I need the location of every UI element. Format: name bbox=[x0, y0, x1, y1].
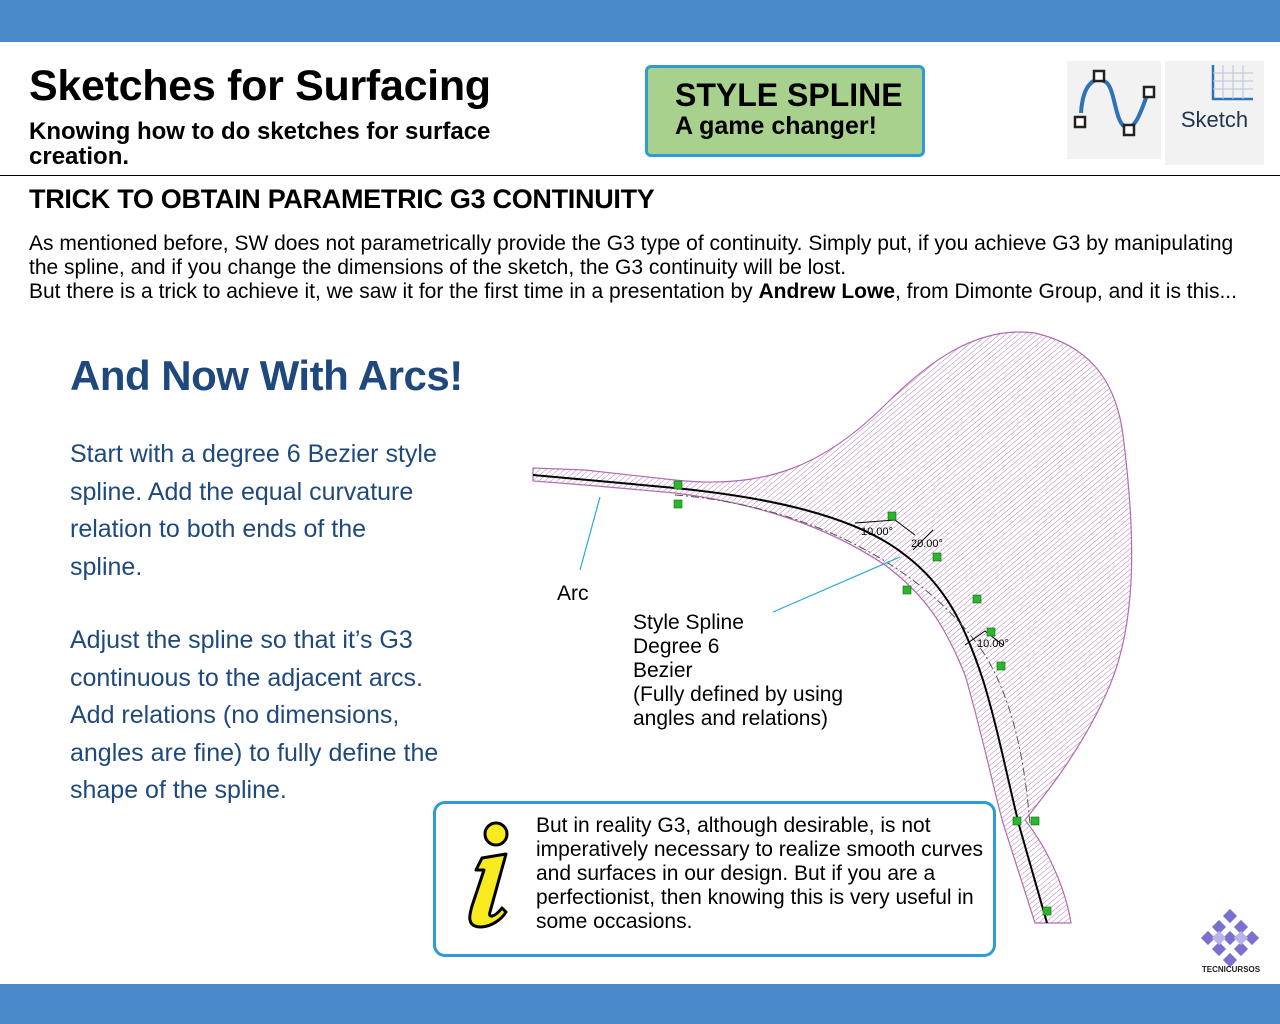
callout-line-3: Bezier bbox=[633, 659, 693, 682]
bottom-bar bbox=[0, 984, 1280, 1024]
section-title: TRICK TO OBTAIN PARAMETRIC G3 CONTINUITY bbox=[29, 184, 655, 214]
spline-icon bbox=[1073, 69, 1156, 137]
badge-tagline: A game changer! bbox=[675, 112, 877, 140]
angle-dim-1: 10.00° bbox=[861, 526, 893, 538]
badge-title: STYLE SPLINE bbox=[675, 77, 903, 113]
intro-sentence-1: As mentioned before, SW does not paramet… bbox=[29, 232, 1234, 279]
page-subtitle: Knowing how to do sketches for surface c… bbox=[29, 118, 491, 170]
tecnicursos-logo bbox=[1200, 908, 1260, 968]
sketch-grid-icon bbox=[1211, 65, 1253, 101]
callout-line-5: angles and relations) bbox=[633, 707, 828, 730]
presenter-name: Andrew Lowe bbox=[758, 280, 895, 303]
arc-leader-line bbox=[579, 496, 601, 571]
info-icon bbox=[468, 821, 509, 929]
construction-arc bbox=[674, 494, 1031, 826]
callout-line-4: (Fully defined by using bbox=[633, 683, 844, 706]
intro-text: As mentioned before, SW does not paramet… bbox=[29, 232, 1259, 304]
content-heading: And Now With Arcs! bbox=[70, 352, 463, 399]
header-divider bbox=[0, 175, 1280, 176]
relation-markers bbox=[673, 480, 1052, 916]
callout-line-2: Degree 6 bbox=[633, 635, 720, 658]
angle-dim-3: 10.00° bbox=[977, 638, 1009, 650]
intro-sentence-2c: , from Dimonte Group, and it is this... bbox=[895, 280, 1237, 303]
spline-curvature-drawing: 10.00° 20.00° 10.00° bbox=[532, 331, 1133, 924]
instruction-paragraph-2: Adjust the spline so that it’s G3 contin… bbox=[70, 626, 439, 804]
spline-leader-line bbox=[772, 556, 901, 613]
instruction-paragraph-1: Start with a degree 6 Bezier style splin… bbox=[70, 440, 437, 581]
spline-tool-button[interactable] bbox=[1067, 61, 1161, 159]
info-note: But in reality G3, although desirable, i… bbox=[433, 801, 996, 957]
callout-line-1: Style Spline bbox=[633, 611, 744, 634]
style-spline-callout: Style Spline Degree 6 Bezier (Fully defi… bbox=[633, 611, 933, 731]
info-text: But in reality G3, although desirable, i… bbox=[536, 814, 984, 933]
sketch-tool-button[interactable]: Sketch bbox=[1165, 61, 1264, 165]
page-title: Sketches for Surfacing bbox=[29, 62, 491, 110]
style-spline-badge: STYLE SPLINE A game changer! bbox=[645, 65, 925, 157]
top-bar bbox=[0, 0, 1280, 42]
intro-sentence-2a: But there is a trick to achieve it, we s… bbox=[29, 280, 759, 303]
angle-dim-2: 20.00° bbox=[911, 538, 943, 550]
style-spline-curve bbox=[532, 474, 1048, 924]
arc-label: Arc bbox=[557, 582, 589, 605]
logo-text: TECNICURSOS bbox=[1201, 965, 1261, 974]
sketch-label: Sketch bbox=[1180, 107, 1249, 132]
